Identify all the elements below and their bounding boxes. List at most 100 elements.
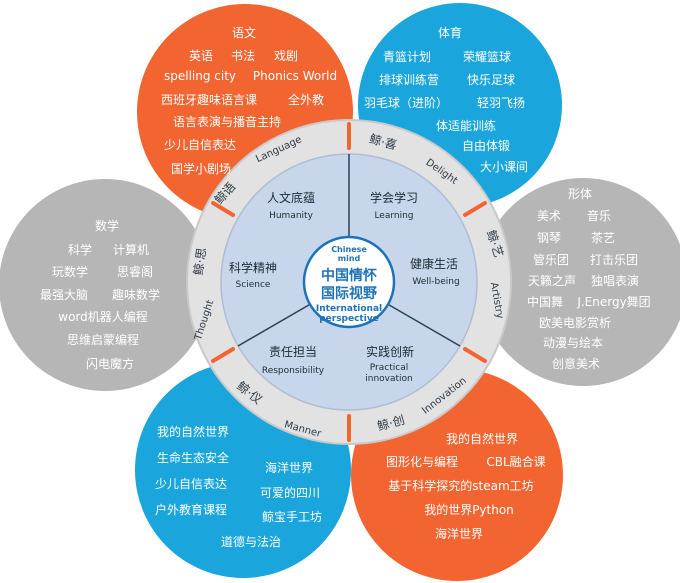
activity-item: word机器人编程	[58, 309, 148, 324]
activity-item: 思维启蒙编程	[67, 332, 139, 347]
activity-item: 我的自然世界	[157, 424, 229, 439]
activity-item: 图形化与编程	[386, 454, 458, 469]
activity-item: 天籁之声	[528, 273, 576, 288]
center-international-w1: International	[316, 304, 382, 314]
ring-divider	[463, 201, 487, 217]
activity-item: 戏剧	[274, 49, 298, 63]
activity-item: 自由体锻	[462, 139, 510, 153]
activity-item: 计算机	[113, 242, 149, 257]
activity-item: 羽毛球（进阶）	[364, 96, 448, 110]
core-practical-en2: innovation	[365, 374, 413, 384]
activity-item: 书法	[231, 49, 255, 63]
innovation-activities: 我的自然世界 图形化与编程 CBL融合课 基于科学探究的steam工坊 我的世界…	[386, 431, 546, 541]
core-responsibility-en: Responsibility	[262, 366, 325, 376]
activity-item: 音乐	[587, 208, 611, 223]
activity-item: 闪电魔方	[86, 356, 134, 371]
activity-item: 户外教育课程	[155, 502, 227, 517]
language-activities: 语文 英语 书法 戏剧 spelling city Phonics World …	[161, 25, 337, 176]
center-chinese-mind-w1: Chinese	[331, 245, 367, 254]
activity-item: 鲸宝手工坊	[262, 509, 322, 524]
activity-item: 海洋世界	[435, 526, 483, 541]
activity-item: 语言表演与播音主持	[173, 114, 281, 129]
activity-item: 荣耀篮球	[463, 49, 511, 64]
activity-item: 我的自然世界	[446, 431, 518, 446]
activity-item: 动漫与绘本	[543, 335, 603, 350]
core-divider	[383, 301, 461, 347]
activity-item: 海洋世界	[265, 460, 313, 475]
activity-item: 美术	[537, 209, 561, 223]
activity-item: 快乐足球	[467, 73, 515, 87]
activity-item: 科学	[68, 242, 92, 257]
delight-activities: 体育 青篮计划 荣耀篮球 排球训练营 快乐足球 羽毛球（进阶） 轻羽飞扬 体适能…	[364, 25, 528, 174]
core-responsibility-cn: 责任担当	[269, 345, 317, 359]
activity-item: 钢琴	[537, 231, 561, 245]
activity-item: 体适能训练	[436, 118, 496, 133]
activity-item: 全外教	[288, 92, 324, 107]
activity-item: Phonics World	[253, 69, 337, 83]
core-practical-en1: Practical	[370, 363, 408, 373]
activity-item: spelling city	[164, 69, 236, 83]
core-science-en: Science	[236, 280, 271, 290]
ring-divider	[211, 201, 235, 217]
artistry-petal	[479, 178, 680, 386]
activity-item: 形体	[568, 187, 592, 201]
ring-thought-cn: 鲸·思	[190, 247, 209, 277]
activity-item: 基于科学探究的steam工坊	[388, 478, 533, 493]
activity-item: 数学	[95, 218, 119, 233]
center-title-line1: 中国情怀	[321, 267, 377, 284]
activity-item: 排球训练营	[379, 72, 439, 87]
activity-item: 管乐团	[533, 252, 569, 267]
center-title-line2: 国际视野	[321, 285, 377, 302]
activity-item: 大小课间	[480, 160, 528, 174]
ring-divider	[463, 347, 487, 363]
activity-item: 英语	[189, 49, 213, 63]
activity-item: 国学小剧场	[171, 161, 231, 176]
ring-dividers	[211, 122, 487, 442]
core-practical-cn: 实践创新	[366, 344, 414, 359]
core-dividers	[237, 154, 461, 347]
activity-item: 西班牙趣味语言课	[161, 92, 257, 107]
activity-item: 我的世界Python	[424, 502, 514, 517]
ring-delight-cn: 鲸·喜	[368, 131, 399, 153]
activity-item: 可爱的四川	[260, 485, 320, 500]
activity-item: 青篮计划	[383, 49, 431, 64]
core-wellbeing-cn: 健康生活	[410, 256, 458, 271]
activity-item: 生命生态安全	[157, 450, 229, 465]
activity-item: 趣味数学	[112, 287, 160, 302]
center-international-w2: perspective	[319, 314, 379, 324]
activity-item: 欧美电影赏析	[539, 316, 611, 330]
center-chinese-mind-w2: mind	[338, 254, 361, 263]
activity-item: 创意美术	[552, 356, 600, 371]
core-learning-cn: 学会学习	[370, 190, 418, 205]
activity-item: CBL融合课	[486, 454, 545, 469]
activity-item: 打击乐团	[590, 253, 638, 267]
core-learning-en: Learning	[374, 211, 413, 221]
activity-item: 轻羽飞扬	[477, 95, 525, 110]
core-humanity-en: Humanity	[269, 211, 313, 221]
activity-item: 思睿阁	[117, 264, 153, 279]
ring-divider	[211, 347, 235, 363]
core-wellbeing-en: Well-being	[412, 277, 459, 287]
core-divider	[237, 301, 315, 347]
activity-item: 体育	[438, 25, 462, 40]
manner-activities: 我的自然世界 生命生态安全 海洋世界 少儿自信表达 可爱的四川 户外教育课程 鲸…	[155, 424, 322, 549]
activity-item: J.Energy舞团	[576, 295, 650, 309]
activity-item: 少儿自信表达	[155, 477, 227, 491]
activity-item: 独唱表演	[591, 273, 639, 288]
activity-item: 玩数学	[52, 264, 88, 279]
activity-item: 道德与法治	[221, 534, 281, 549]
center-circle	[302, 235, 396, 329]
core-humanity-cn: 人文底蕴	[267, 190, 315, 205]
activity-item: 中国舞	[527, 294, 563, 309]
thought-petal	[0, 179, 211, 391]
activity-item: 茶艺	[591, 230, 615, 245]
activity-item: 少儿自信表达	[164, 138, 236, 152]
ring-innovation-cn: 鲸·创	[375, 412, 406, 434]
activity-item: 最强大脑	[40, 288, 88, 302]
core-science-cn: 科学精神	[229, 260, 277, 275]
activity-item: 语文	[232, 25, 256, 40]
